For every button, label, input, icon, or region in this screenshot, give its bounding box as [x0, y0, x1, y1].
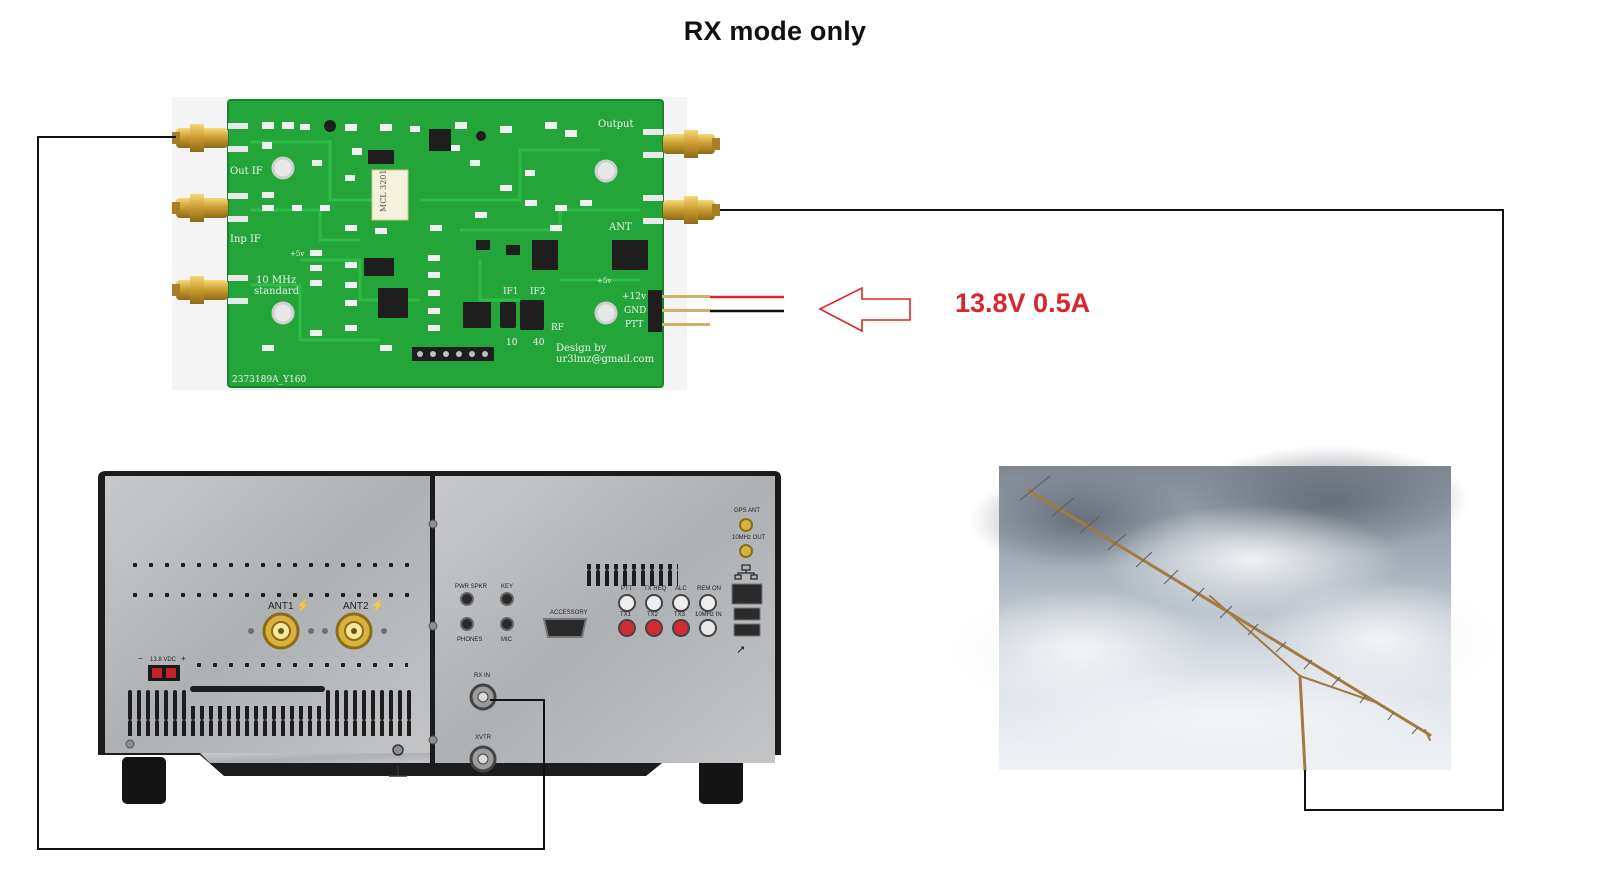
power-header: [648, 290, 710, 332]
label-ant1: ANT1: [268, 601, 294, 612]
accessory-port: [542, 618, 588, 638]
pcb-label-board-id: 2373189A_Y160: [232, 375, 306, 385]
pcb-label-if2: IF2: [530, 287, 546, 297]
network-icon: [734, 564, 758, 580]
label-alc: ALC: [675, 586, 687, 592]
pcb-label-output: Output: [598, 119, 634, 130]
label-gps-ant: GPS ANT: [734, 508, 760, 514]
label-10mhz-out: 10MHz OUT: [732, 535, 766, 541]
label-phones: PHONES: [457, 637, 482, 643]
pcb-label-ant: ANT: [608, 222, 632, 233]
minus-icon: −: [138, 654, 143, 663]
pcb-label-5v-b: +5v: [597, 277, 611, 285]
power-spec-label: 13.8V 0.5A: [955, 288, 1091, 318]
yagi-boom: [1026, 488, 1432, 772]
pcb-label-ptt: PTT: [625, 320, 643, 330]
label-pwr-spkr: PWR SPKR: [455, 584, 488, 590]
label-tx-req: TX REQ: [644, 586, 667, 592]
plus-icon: +: [181, 654, 186, 663]
label-tx1: TX1: [620, 612, 632, 618]
power-arrow: [818, 286, 911, 333]
coax-cables: [37, 136, 1504, 850]
label-ptt: PTT: [621, 586, 633, 592]
xvtr-connector: [469, 745, 497, 773]
sma-connector-output: [663, 130, 720, 158]
power-wires: [710, 295, 784, 313]
rca-jacks-bottom-row: [618, 619, 717, 637]
ant2-connector: [335, 612, 373, 650]
cable-out-if-to-rx-in: [37, 136, 545, 850]
pcb-label-5v-a: +5v: [290, 250, 304, 258]
label-tx2: TX2: [647, 612, 659, 618]
sma-connector-inp-if: [172, 194, 228, 222]
diagram-title: RX mode only: [683, 16, 867, 46]
label-tx3: TX3: [674, 612, 686, 618]
label-key: KEY: [501, 584, 513, 590]
label-accessory: ACCESSORY: [550, 610, 588, 616]
mixer-text: MCL 3201: [379, 169, 388, 212]
label-xvtr: XVTR: [475, 735, 492, 741]
right-plate: [435, 476, 775, 763]
pcb-label-gnd: GND: [624, 306, 646, 316]
10mhz-out-connector: [739, 544, 753, 558]
lightning-icon-ant2: ⚡: [371, 599, 385, 612]
mounting-holes: [271, 156, 618, 325]
label-rx-in: RX IN: [474, 673, 490, 679]
pcb-label-12v: +12v: [622, 292, 647, 302]
rca-jacks-top-row: [618, 594, 717, 612]
pcb-label-standard: standard: [254, 286, 300, 297]
pcb-label-inp-if: Inp IF: [230, 234, 261, 245]
yagi-antenna-photo: [950, 445, 1500, 772]
pcb-label-design-by: Design by: [556, 343, 607, 354]
ethernet-port: [731, 583, 763, 605]
foot-left: [122, 757, 166, 804]
pcb-board: [227, 99, 664, 388]
smd-components: MCL 3201: [262, 120, 648, 361]
sma-connector-ant: [663, 196, 720, 224]
label-rem-on: REM ON: [697, 586, 721, 592]
pcb-label-out-if: Out IF: [230, 166, 263, 177]
pcb-label-email: ur3lmz@gmail.com: [556, 354, 655, 365]
usb-icon: ⭧: [737, 643, 745, 657]
rx-in-connector: [469, 683, 497, 711]
sma-connector-10mhz: [172, 276, 228, 304]
label-ant2: ANT2: [343, 601, 369, 612]
ant1-connector: [262, 612, 300, 650]
lightning-icon-ant1: ⚡: [296, 599, 310, 612]
pcb-label-10mhz: 10 MHz: [256, 275, 296, 286]
sma-connector-out-if: [172, 124, 228, 152]
audio-jacks: [460, 592, 514, 631]
cable-ant-to-antenna: [720, 209, 1504, 811]
usb-port-1: [733, 607, 761, 621]
transceiver-rear-panel: ANT1 ANT2 ⚡ ⚡ 13.8 VDC − + RX IN XVT: [98, 471, 781, 804]
pcb-label-if1: IF1: [503, 287, 519, 297]
pcb-label-10: 10: [506, 338, 518, 348]
pcb-label-40: 40: [533, 338, 545, 348]
usb-port-2: [733, 623, 761, 637]
transverter-pcb: MCL 3201: [172, 97, 720, 390]
yagi-elements: [1019, 475, 1419, 735]
gps-ant-connector: [739, 518, 753, 532]
pcb-label-rf: RF: [551, 323, 564, 333]
foot-right: [699, 757, 743, 804]
label-mic: MIC: [501, 637, 513, 643]
ground-terminal-icon: [389, 744, 407, 777]
label-13-8vdc: 13.8 VDC: [150, 657, 177, 663]
label-10mhz-in: 10MHz IN: [695, 612, 722, 618]
